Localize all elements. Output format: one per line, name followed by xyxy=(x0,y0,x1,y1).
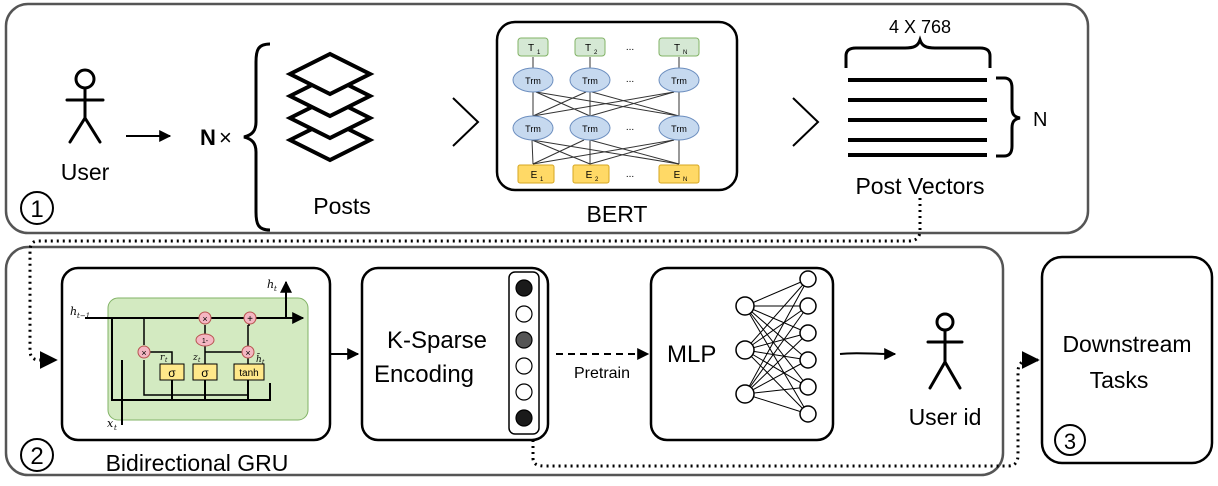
stage1-number-circle xyxy=(20,191,54,225)
bert-ellipsis: ... xyxy=(626,122,634,133)
stage2-panel: 2 xyxy=(4,245,1005,477)
downstream-line1: Downstream xyxy=(1062,331,1191,357)
chevron-right-icon xyxy=(792,97,820,147)
bert-ellipsis: ... xyxy=(626,74,634,85)
post-vectors-icon xyxy=(848,78,987,157)
gru-gates: × + × × 1- σ σ tanh xyxy=(137,311,265,381)
post-vectors-label: Post Vectors xyxy=(855,173,984,199)
bert-input-token: E xyxy=(674,170,681,181)
bert-output-token: T xyxy=(674,43,680,54)
ksparse-line1: K-Sparse xyxy=(387,327,487,354)
bert-output-sub: 1 xyxy=(537,50,541,56)
bert-output-sub: N xyxy=(683,50,687,56)
gru-zt-label: z xyxy=(192,353,198,363)
trm-label: Trm xyxy=(582,76,598,86)
trm-label: Trm xyxy=(525,76,541,86)
mlp-neurons xyxy=(735,270,817,423)
gru-rt-label: r xyxy=(160,353,165,363)
sparse-unit-active xyxy=(515,409,533,427)
bert-input-tokens: E 1 E 2 E N ... xyxy=(517,164,700,184)
posts-stack-icon xyxy=(285,51,375,163)
ksparse-box: K-Sparse Encoding xyxy=(360,266,550,442)
sparse-unit xyxy=(515,305,533,323)
gru-box: × + × × 1- σ σ tanh h t h t−1 x xyxy=(60,266,332,442)
bert-input-sub: 2 xyxy=(595,177,599,183)
bert-ellipsis: ... xyxy=(626,169,634,180)
gru-xt-sub: t xyxy=(114,424,117,432)
bert-input-token: E xyxy=(531,170,538,181)
trm-label: Trm xyxy=(671,124,687,134)
user-id-icon xyxy=(926,312,964,390)
trm-label: Trm xyxy=(671,76,687,86)
stage1-number: 1 xyxy=(30,196,43,223)
mlp-label: MLP xyxy=(667,341,716,368)
tanh-label: tanh xyxy=(239,368,258,379)
user-id-label: User id xyxy=(909,404,982,430)
trm-label: Trm xyxy=(525,124,541,134)
trm-label: Trm xyxy=(582,124,598,134)
sigma-label: σ xyxy=(201,366,209,380)
bert-input-token: E xyxy=(586,170,593,181)
multiply-icon: × xyxy=(202,314,207,324)
plus-icon: + xyxy=(247,314,253,325)
bert-output-sub: 2 xyxy=(594,50,598,56)
ksparse-line2: Encoding xyxy=(374,361,474,388)
stage3-panel: Downstream Tasks 3 xyxy=(1040,255,1214,465)
sigma-label: σ xyxy=(168,366,176,380)
gru-xt-label: x xyxy=(107,417,114,430)
bert-ellipsis: ... xyxy=(626,42,634,53)
gru-rt-sub: t xyxy=(165,357,168,364)
ksparse-to-downstream-connector xyxy=(531,351,1040,468)
stage2-number: 2 xyxy=(30,443,43,470)
user-label: User xyxy=(61,159,110,185)
user-icon xyxy=(65,68,105,144)
gru-ht-label: h xyxy=(267,278,274,291)
n-brace-icon xyxy=(996,76,1021,158)
bert-trm-upper: Trm Trm Trm ... xyxy=(512,67,700,93)
multiply-icon: × xyxy=(245,348,250,358)
bert-input-sub: 1 xyxy=(540,177,544,183)
mlp-to-userid-arrow xyxy=(839,347,897,360)
gru-label: Bidirectional GRU xyxy=(106,450,289,476)
bert-output-token: T xyxy=(585,43,591,54)
bert-connections xyxy=(531,57,680,165)
multiply-icon: × xyxy=(141,348,146,358)
sparse-unit-active xyxy=(515,331,533,349)
n-multiplier: N xyxy=(200,125,216,150)
gru-hprev-label: h xyxy=(70,305,77,318)
bert-box: T 1 T 2 T N ... Trm Trm Trm ... xyxy=(495,20,739,192)
times-symbol: × xyxy=(219,125,232,150)
dim-brace-icon xyxy=(844,35,992,68)
stage3-number-circle xyxy=(1054,424,1086,456)
bert-input-sub: N xyxy=(683,177,687,183)
chevron-right-icon xyxy=(452,97,480,147)
sparse-unit xyxy=(515,357,533,375)
stage2-number-circle xyxy=(20,438,54,472)
dim-label: 4 X 768 xyxy=(889,17,951,37)
n-label: N xyxy=(1033,109,1047,131)
gru-hprev-sub: t−1 xyxy=(77,312,90,320)
downstream-line2: Tasks xyxy=(1090,367,1149,393)
mlp-connections xyxy=(744,278,809,415)
bert-trm-lower: Trm Trm Trm ... xyxy=(512,115,700,141)
one-minus-icon: 1- xyxy=(202,338,209,345)
gru-htilde-label: h̃ xyxy=(256,353,262,365)
gru-ht-sub: t xyxy=(274,285,277,293)
sparse-unit xyxy=(515,383,533,401)
mlp-box: MLP xyxy=(649,266,835,442)
bert-output-token: T xyxy=(528,43,534,54)
bert-label: BERT xyxy=(587,201,648,227)
stage1-panel: 1 User N × Posts xyxy=(4,2,1090,235)
gru-htilde-sub: t xyxy=(262,359,265,366)
pretrain-label: Pretrain xyxy=(574,365,630,382)
bert-output-tokens: T 1 T 2 T N ... xyxy=(517,37,700,57)
posts-label: Posts xyxy=(313,193,371,219)
sparse-unit-active xyxy=(515,279,533,297)
stage3-number: 3 xyxy=(1064,429,1076,454)
gru-zt-sub: t xyxy=(198,357,201,364)
posts-brace-icon xyxy=(243,42,271,232)
